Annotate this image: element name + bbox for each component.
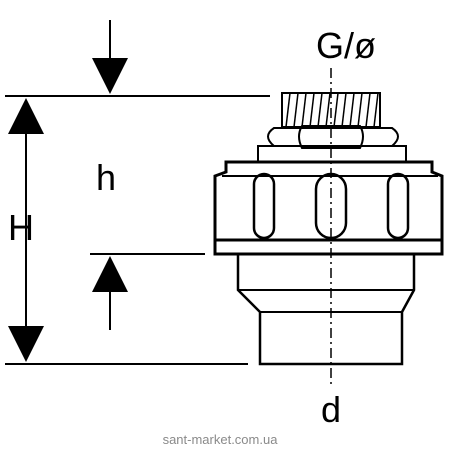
base-ring	[213, 238, 444, 256]
h-total-arrow-down	[8, 326, 44, 362]
socket-body	[236, 252, 416, 366]
nut-slot	[386, 172, 410, 240]
nut-slot	[252, 172, 276, 240]
thread-diameter-label: G/ø	[316, 25, 376, 66]
union-nut	[213, 160, 444, 242]
h-partial-arrow-up	[92, 256, 128, 292]
partial-height-dimension	[92, 20, 128, 330]
total-height-dimension	[8, 98, 44, 362]
h-partial-arrow-down	[92, 58, 128, 94]
hex-nut	[267, 125, 399, 149]
fitting-body	[213, 92, 444, 366]
total-height-label: H	[8, 207, 34, 248]
watermark: sant-market.com.ua	[163, 432, 279, 447]
h-total-arrow-up	[8, 98, 44, 134]
partial-height-label: h	[96, 157, 116, 198]
pipe-diameter-label: d	[321, 389, 341, 430]
